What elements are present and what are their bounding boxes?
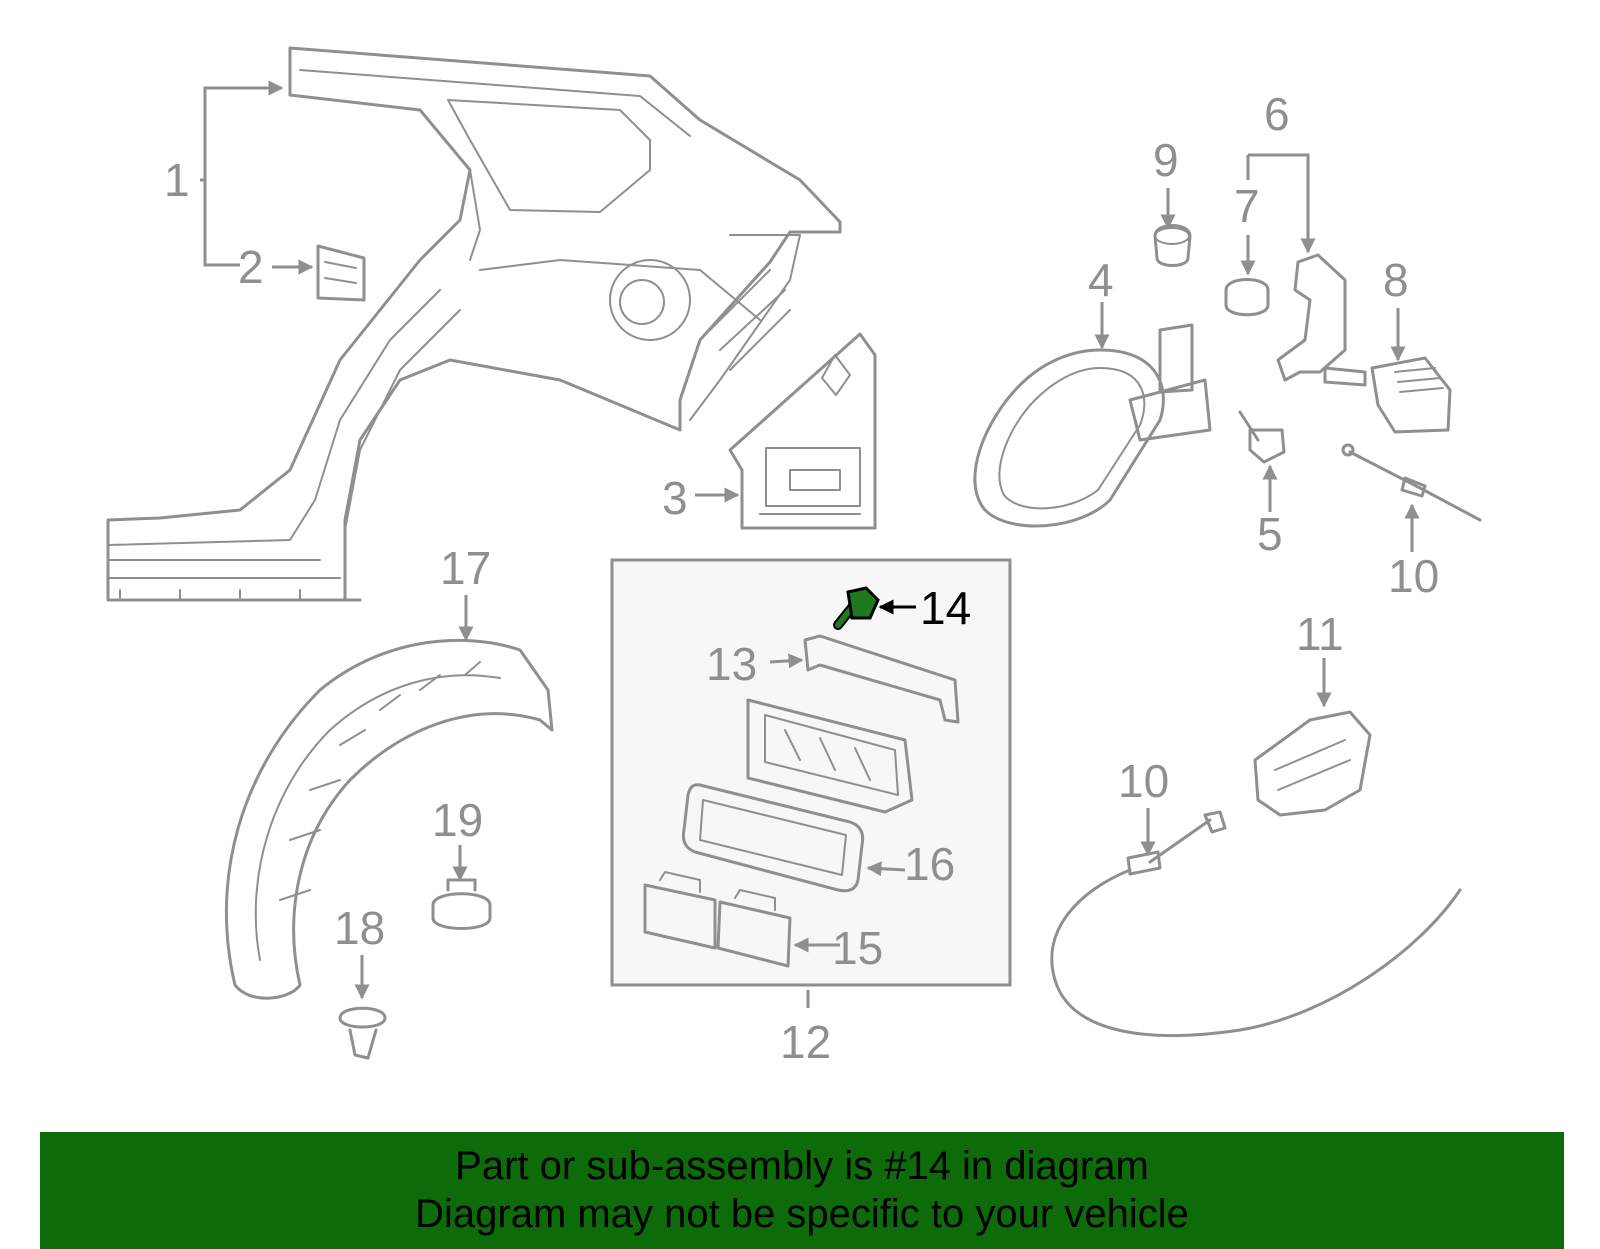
latch-11 (1253, 710, 1372, 817)
assembly-12-box (610, 558, 1012, 987)
hinge-6 (1276, 253, 1367, 387)
callout-11: 11 (1296, 608, 1344, 660)
callout-10-bottom: 10 (1118, 755, 1169, 807)
bolt-5 (1238, 410, 1286, 464)
fuel-door (973, 323, 1212, 528)
leader-lines (200, 80, 1420, 1008)
callout-8: 8 (1383, 254, 1409, 306)
callout-14: 14 (920, 582, 971, 634)
callout-3: 3 (662, 472, 688, 524)
callout-15: 15 (832, 922, 883, 974)
info-banner: Part or sub-assembly is #14 in diagram D… (40, 1132, 1564, 1249)
callout-13: 13 (706, 638, 757, 690)
grommet-9 (1153, 224, 1192, 267)
callout-9: 9 (1153, 134, 1179, 186)
release-cable-short (1341, 443, 1482, 522)
banner-line-part: Part or sub-assembly is #14 in diagram (455, 1144, 1149, 1188)
callout-1: 1 (164, 154, 190, 206)
inner-panel (728, 332, 877, 530)
parts-diagram: 1 2 3 4 5 6 7 8 9 10 11 10 12 13 14 15 1… (106, 46, 1482, 1068)
wheelhouse-liner (224, 638, 554, 1000)
callout-5: 5 (1257, 508, 1283, 560)
bolt-14-highlight[interactable] (833, 586, 880, 630)
release-cable-long (1050, 810, 1462, 1038)
nut-19 (431, 878, 492, 930)
quarter-panel (106, 46, 842, 602)
callout-4: 4 (1088, 254, 1114, 306)
bumper-7 (1224, 278, 1270, 317)
bracket (316, 244, 366, 302)
callout-2: 2 (238, 241, 264, 293)
callout-19: 19 (432, 794, 483, 846)
banner-line-disclaimer: Diagram may not be specific to your vehi… (415, 1192, 1189, 1236)
clip-18 (338, 1006, 387, 1060)
callout-7: 7 (1234, 180, 1260, 232)
callout-12: 12 (780, 1016, 831, 1068)
callout-16: 16 (904, 838, 955, 890)
callout-18: 18 (334, 902, 385, 954)
callout-17: 17 (440, 542, 491, 594)
callout-6: 6 (1264, 88, 1290, 140)
callout-labels: 1 2 3 4 5 6 7 8 9 10 11 10 12 13 14 15 1… (164, 88, 1439, 1068)
actuator-8 (1370, 356, 1452, 434)
callout-10-top: 10 (1388, 550, 1439, 602)
